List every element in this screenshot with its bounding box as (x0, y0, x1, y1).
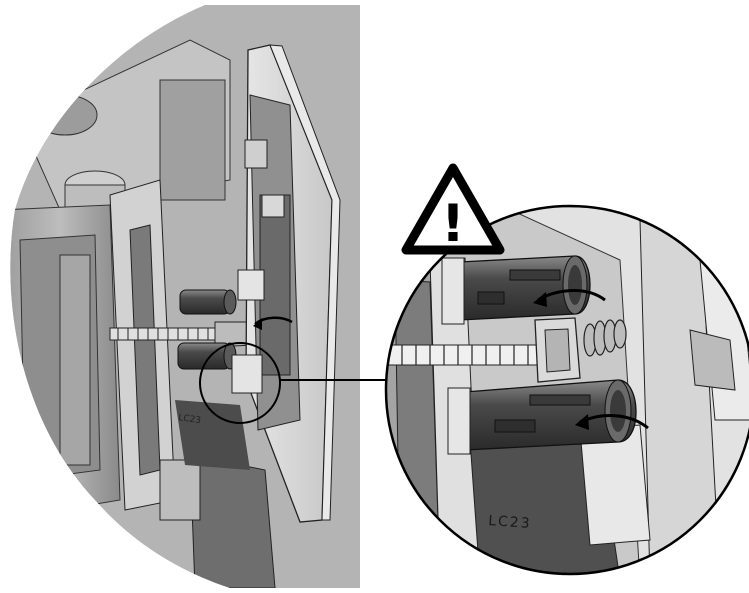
detail-lower-rotation-arrow-icon (575, 414, 649, 430)
threaded-rod (109, 321, 253, 348)
cover-plate (231, 44, 341, 523)
detail-part-marking: LC23 (488, 513, 532, 532)
rotation-arrow-icon (253, 316, 293, 330)
detail-upper-rotation-arrow-icon (533, 289, 606, 307)
warning-triangle-icon: ! (401, 163, 505, 255)
lower-pin (177, 342, 237, 370)
detail-threaded-rod (386, 317, 627, 383)
main-part-marking: LC23 (178, 413, 202, 426)
detail-view: LC23 (384, 204, 749, 576)
detail-lower-pin (447, 379, 637, 455)
warning-symbol: ! (441, 194, 465, 254)
detail-upper-pin (441, 255, 591, 325)
callout-circle (199, 342, 281, 424)
upper-pin (179, 289, 237, 315)
